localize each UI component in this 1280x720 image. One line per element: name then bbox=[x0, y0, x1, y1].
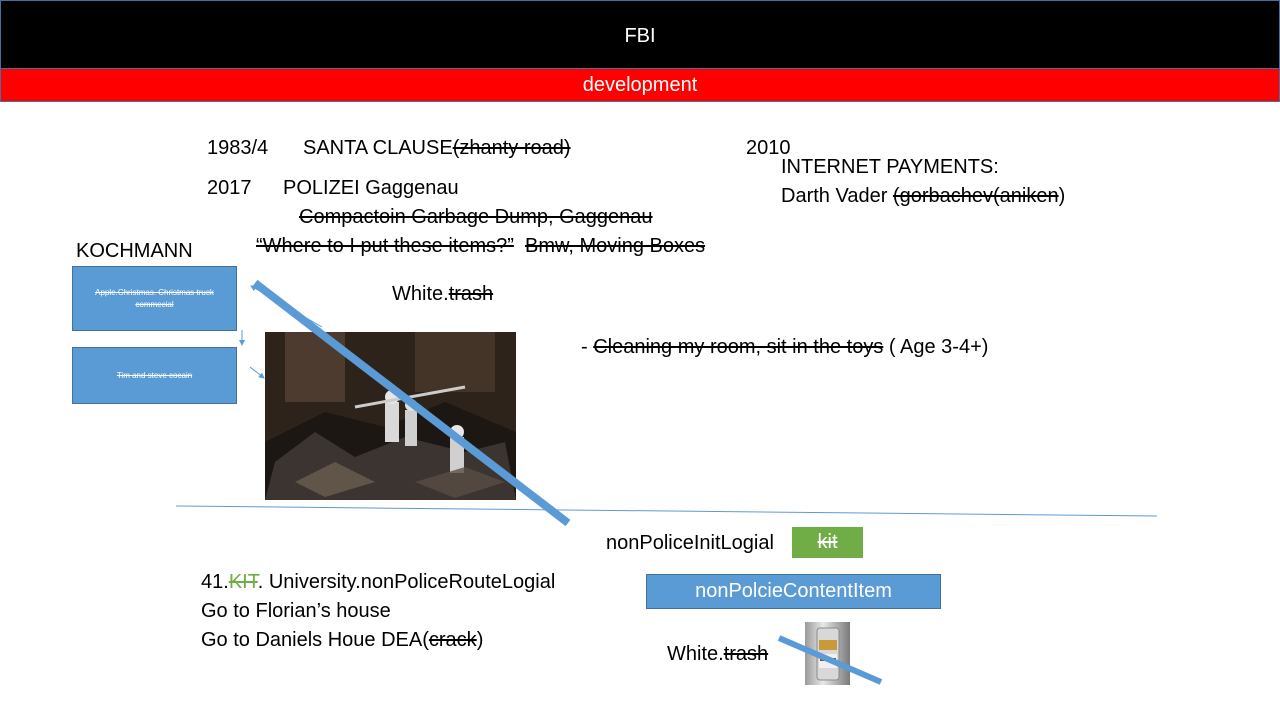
santa-clause-line: SANTA CLAUSE(zhanty road) bbox=[303, 137, 571, 160]
darth-vader-line: Darth Vader (gorbachev(aniken) bbox=[781, 185, 1065, 208]
header-title: FBI bbox=[624, 25, 656, 47]
compaction-line: Compactoin Garbage Dump, Gaggenau bbox=[299, 206, 653, 228]
daniels-close: ) bbox=[476, 629, 484, 651]
cleaning-struck: Cleaning my room, sit in the toys bbox=[593, 336, 884, 358]
white-trash-prefix: White. bbox=[392, 283, 449, 305]
quote-line: “Where to I put these items?” Bmw, Movin… bbox=[256, 235, 705, 258]
year-2010: 2010 bbox=[746, 137, 791, 159]
garbage-dump-illustration bbox=[265, 332, 516, 500]
white-trash-struck: trash bbox=[448, 283, 494, 305]
non-police-init-label: nonPoliceInitLogial bbox=[606, 532, 774, 554]
cleaning-age: ( Age 3-4+) bbox=[883, 336, 989, 358]
beer-can-image bbox=[805, 622, 850, 685]
gorbachev-struck: (gorbachev(aniken bbox=[892, 185, 1059, 207]
daniels-prefix: Go to Daniels Houe DEA( bbox=[201, 629, 429, 651]
subheader-bar bbox=[0, 68, 1280, 102]
garbage-dump-photo bbox=[265, 332, 516, 500]
white-trash-bottom-struck: trash bbox=[723, 643, 769, 665]
zhanty-road-struck: (zhanty road) bbox=[452, 137, 571, 159]
moving-boxes-struck: Bmw, Moving Boxes bbox=[525, 235, 706, 257]
non-police-content-item-box: nonPolcieContentItem bbox=[646, 574, 941, 609]
florian-line: Go to Florian’s house bbox=[201, 600, 391, 622]
darth-vader-close: ) bbox=[1058, 185, 1066, 207]
tim-steve-box: Tim and steve cocain bbox=[72, 347, 237, 404]
white-trash-top: White.trash bbox=[392, 283, 493, 306]
apple-christmas-box: Apple.Christmas. Christmas truck commeci… bbox=[72, 266, 237, 331]
kit-struck-green: KIT bbox=[228, 571, 258, 593]
kochmann-label: KOCHMANN bbox=[76, 240, 193, 262]
polizei-text: POLIZEI Gaggenau bbox=[283, 177, 459, 199]
beer-can-illustration bbox=[816, 627, 840, 681]
kit-box: kit bbox=[792, 527, 863, 558]
santa-clause-text: SANTA CLAUSE bbox=[303, 137, 453, 159]
divider-line bbox=[175, 505, 1158, 517]
white-trash-bottom: White.trash bbox=[667, 643, 768, 666]
cleaning-dash: - bbox=[581, 336, 594, 358]
route-rest: . University.nonPoliceRouteLogial bbox=[257, 571, 556, 593]
route-prefix: 41. bbox=[201, 571, 229, 593]
subheader-title: development bbox=[582, 74, 698, 96]
route-line: 41.KIT. University.nonPoliceRouteLogial bbox=[201, 571, 555, 594]
cleaning-line: - Cleaning my room, sit in the toys ( Ag… bbox=[581, 336, 988, 359]
arrow-to-box1 bbox=[250, 285, 323, 328]
quote-text: “Where to I put these items?” bbox=[256, 235, 514, 257]
kit-struck: kit bbox=[817, 531, 838, 553]
darth-vader-text: Darth Vader bbox=[781, 185, 893, 207]
internet-payments: INTERNET PAYMENTS: bbox=[781, 156, 999, 178]
year-1983: 1983/4 bbox=[207, 137, 269, 159]
arrow-to-photo bbox=[249, 366, 265, 379]
daniels-line: Go to Daniels Houe DEA(crack) bbox=[201, 629, 483, 652]
header-bar bbox=[0, 0, 1280, 69]
crack-struck: crack bbox=[428, 629, 477, 651]
white-trash-bottom-prefix: White. bbox=[667, 643, 724, 665]
year-2017: 2017 bbox=[207, 177, 252, 199]
